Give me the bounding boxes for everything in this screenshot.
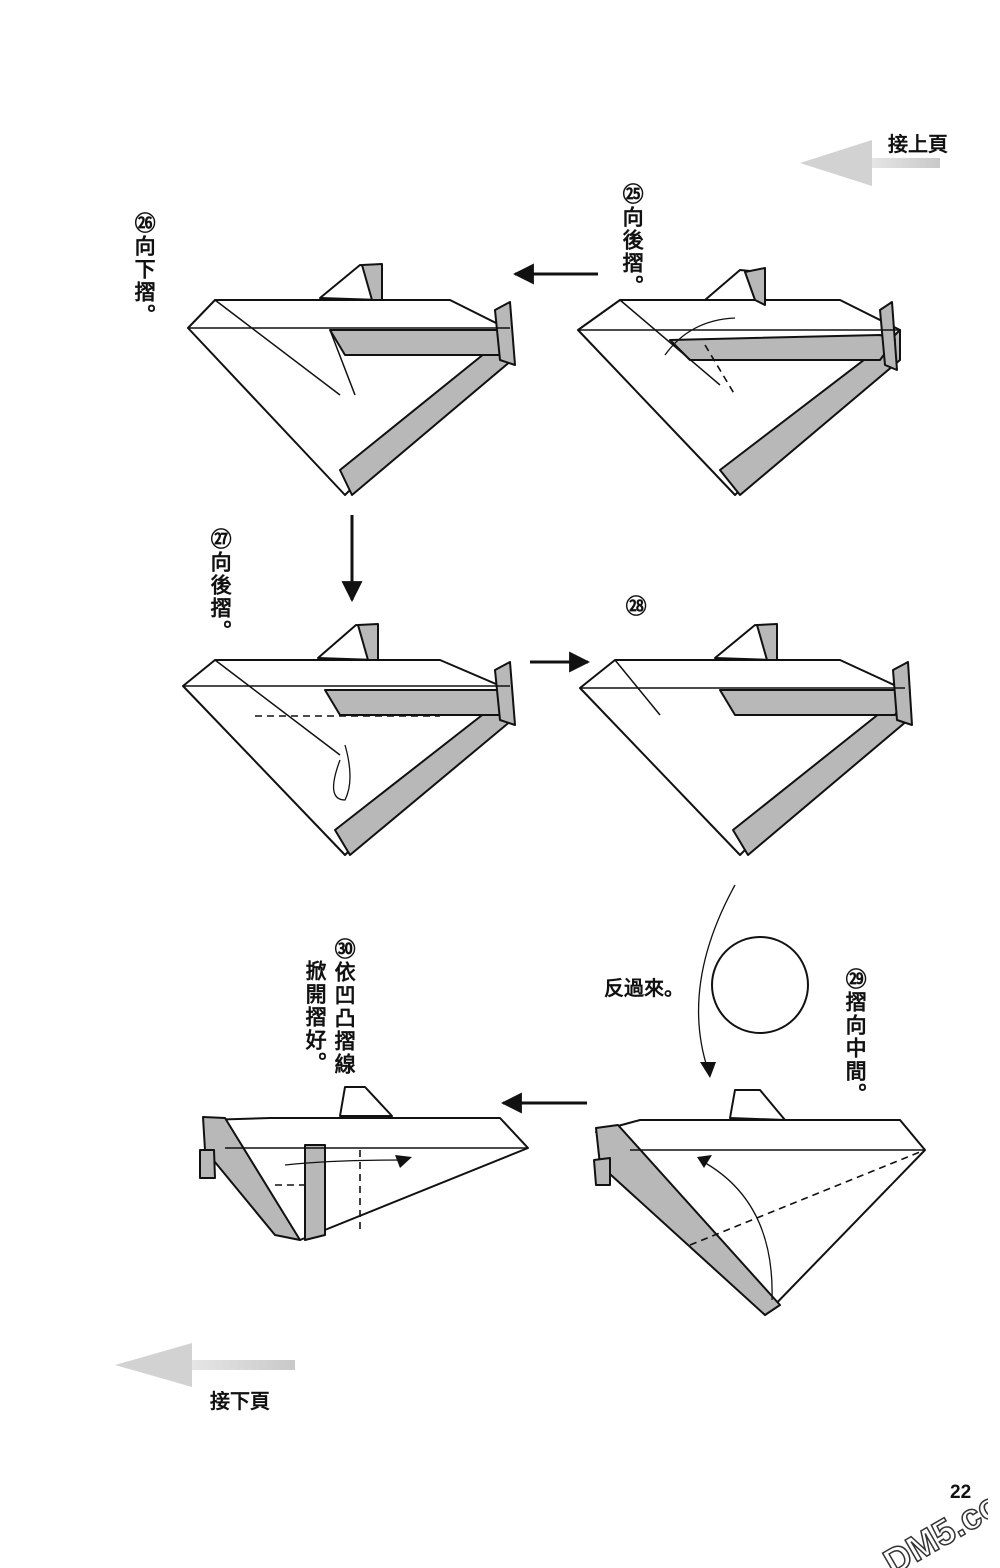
step-29-text: 摺向中間。: [843, 991, 868, 1106]
figure-step-25: [577, 267, 901, 496]
step-28-label: ㉘: [623, 595, 647, 618]
flip-symbol: [697, 884, 809, 1078]
figure-step-27: [182, 623, 516, 856]
figure-step-30: [199, 1086, 529, 1241]
continue-to-label: 接下頁: [210, 1389, 270, 1413]
figure-step-26: [187, 263, 516, 496]
step-29-label: ㉙摺向中間。: [843, 968, 867, 1106]
continue-to-arrow: [115, 1343, 295, 1387]
flip-label: 反過來。: [604, 976, 684, 1000]
step-27-text: 向後摺。: [208, 551, 233, 643]
figure-step-29: [593, 1089, 926, 1316]
step-26-number: ㉖: [132, 212, 157, 235]
step-30-label: ㉚依凹凸摺線: [332, 938, 356, 1076]
step-30-text-line2: 掀開摺好。: [303, 960, 328, 1075]
step-29-number: ㉙: [843, 968, 868, 991]
step-30-number: ㉚: [332, 938, 357, 961]
step-27-number: ㉗: [208, 528, 233, 551]
step-25-text: 向後摺。: [620, 206, 645, 298]
step-30-text: 依凹凸摺線: [332, 961, 357, 1076]
figure-step-28: [579, 623, 913, 856]
watermark-text: DM5.com: [876, 1467, 988, 1568]
continue-from-label: 接上頁: [888, 132, 948, 156]
step-26-label: ㉖向下摺。: [132, 212, 156, 327]
watermark-logo: DM5.com: [876, 1466, 988, 1568]
step-25-label: ㉕向後摺。: [620, 183, 644, 298]
step-26-text: 向下摺。: [132, 235, 157, 327]
page-number: 22: [950, 1482, 972, 1503]
step-28-number: ㉘: [623, 595, 648, 618]
continue-from-arrow: [800, 140, 940, 186]
step-25-number: ㉕: [620, 183, 645, 206]
step-27-label: ㉗向後摺。: [208, 528, 232, 643]
